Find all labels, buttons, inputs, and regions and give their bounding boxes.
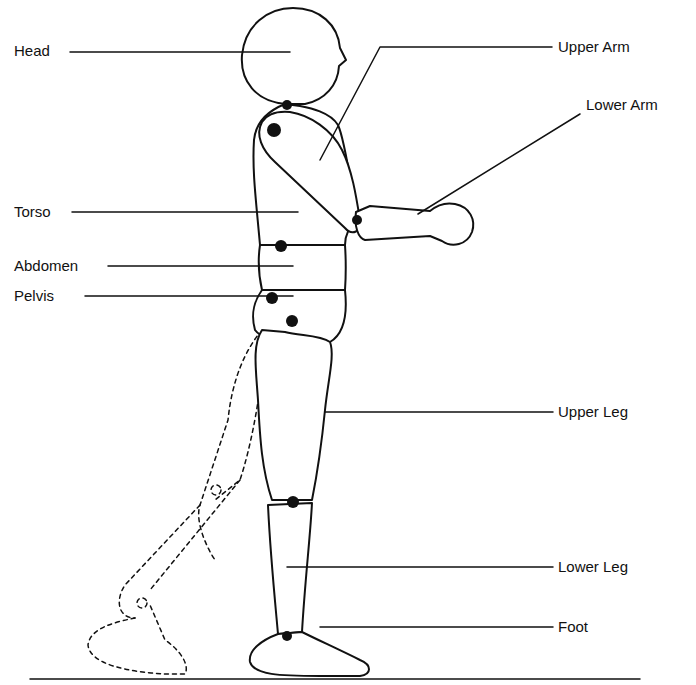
- part-label: Head: [12, 42, 52, 60]
- upper-arm-outline: [259, 112, 360, 232]
- part-label: Upper Leg: [556, 403, 630, 421]
- joint-dots: [266, 100, 362, 641]
- part-label: Foot: [556, 618, 590, 636]
- dashed-leg: [88, 330, 262, 674]
- part-label: Torso: [12, 203, 53, 221]
- part-label: Pelvis: [12, 287, 56, 305]
- head-outline: [242, 8, 346, 104]
- part-label: Lower Leg: [556, 558, 630, 576]
- ground-line: [30, 678, 640, 680]
- lower-leg-outline: [268, 503, 312, 634]
- foot-outline: [250, 632, 369, 676]
- leader-lines: [70, 47, 580, 627]
- abdomen-outline: [259, 245, 346, 290]
- upper-leg-outline: [256, 330, 332, 500]
- part-label: Upper Arm: [556, 38, 632, 56]
- lower-arm-outline: [355, 203, 473, 244]
- part-label: Abdomen: [12, 257, 80, 275]
- part-label: Lower Arm: [584, 96, 660, 114]
